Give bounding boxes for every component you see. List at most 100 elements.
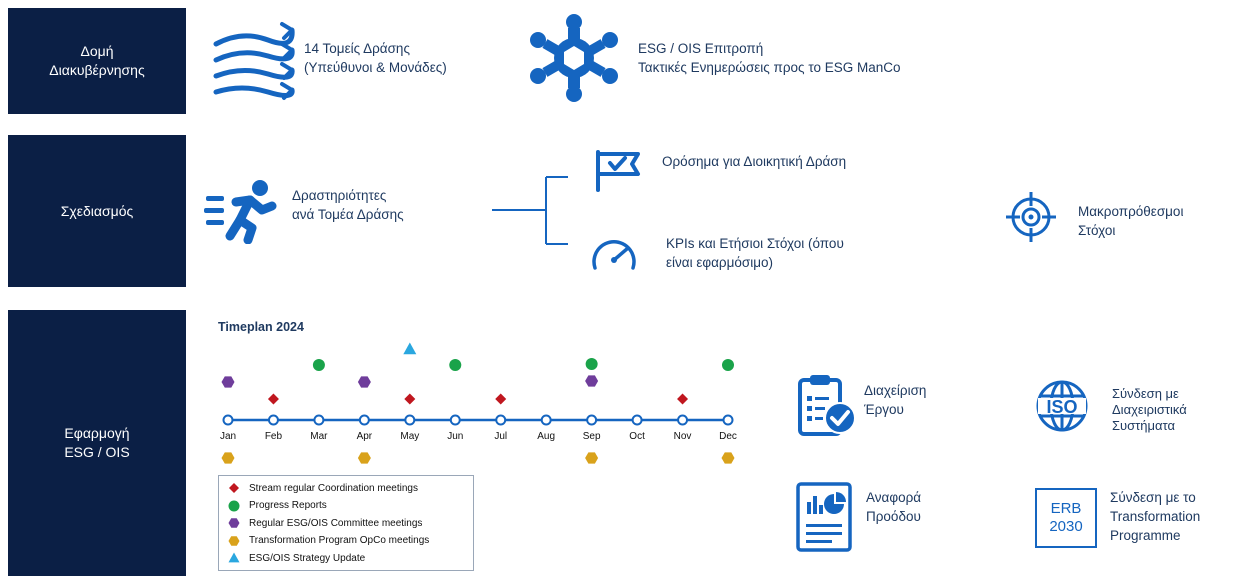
erb-line: Σύνδεση με το <box>1110 490 1196 505</box>
erb-text: Σύνδεση με το Transformation Programme <box>1110 488 1200 545</box>
progress-marker <box>449 359 462 371</box>
erb-line: Programme <box>1110 528 1181 543</box>
month-label: Nov <box>673 431 692 442</box>
target-crosshair-icon <box>1004 190 1058 244</box>
legend-label: ESG/OIS Strategy Update <box>249 552 366 564</box>
month-label: Oct <box>629 431 645 442</box>
progress-marker <box>312 359 325 371</box>
row-label-line: ESG / OIS <box>64 444 130 460</box>
strategy-marker <box>403 342 417 355</box>
long-term-line: Μακροπρόθεσμοι <box>1078 204 1184 219</box>
report-text: Αναφορά Προόδου <box>866 488 921 526</box>
month-label: Jan <box>219 431 237 442</box>
erb-badge-line: 2030 <box>1049 518 1083 535</box>
activities-line: Δραστηριότητες <box>292 188 387 203</box>
progress-marker <box>722 359 734 371</box>
iso-text: ISO <box>1046 397 1077 417</box>
long-term-line: Στόχοι <box>1078 223 1116 238</box>
project-text: Διαχείριση Έργου <box>864 381 926 419</box>
committee-marker <box>221 376 235 388</box>
milestones-line: Ορόσημα για Διοικητική Δράση <box>662 154 847 169</box>
progress-legend-shape <box>228 500 240 511</box>
iso-line: Διαχειριστικά <box>1112 402 1187 417</box>
erb-badge: ERB 2030 <box>1035 488 1097 548</box>
streams-line: (Υπεύθυνοι & Μονάδες) <box>304 60 447 75</box>
timeline-node <box>540 414 552 426</box>
iso-line: Συστήματα <box>1112 418 1176 433</box>
month-label: Sep <box>582 431 601 442</box>
opco-legend-marker <box>219 534 249 548</box>
legend-entry: Transformation Program OpCo meetings <box>219 533 429 549</box>
report-chart-icon <box>796 482 854 552</box>
coordination-legend-shape <box>229 483 239 493</box>
long-term-text: Μακροπρόθεσμοι Στόχοι <box>1078 202 1183 240</box>
kpis-line: KPIs και Ετήσιοι Στόχοι (όπου <box>666 236 844 251</box>
timeplan-title: Timeplan 2024 <box>218 320 304 334</box>
opco-marker <box>221 452 235 464</box>
opco-marker <box>585 452 599 464</box>
timeline-node <box>495 414 507 426</box>
erb-badge-line: ERB <box>1050 500 1082 517</box>
iso-line: Σύνδεση με <box>1112 386 1179 401</box>
committee-marker <box>585 375 599 387</box>
legend-entry: ESG/OIS Strategy Update <box>219 550 365 566</box>
row-label-line: Σχεδιασμός <box>60 202 134 219</box>
coordination-marker <box>267 393 279 405</box>
timeline-node <box>222 414 234 426</box>
report-line: Προόδου <box>866 509 921 524</box>
timeline-node <box>586 414 598 426</box>
committee-marker <box>357 376 371 388</box>
timeline-node <box>722 414 734 426</box>
opco-marker <box>721 452 735 464</box>
committee-line: Τακτικές Ενημερώσεις προς το ESG ManCo <box>638 60 901 75</box>
streams-text: 14 Τομείς Δράσης (Υπεύθυνοι & Μονάδες) <box>304 39 447 77</box>
kpis-text: KPIs και Ετήσιοι Στόχοι (όπου είναι εφαρ… <box>666 234 844 272</box>
milestones-text: Ορόσημα για Διοικητική Δράση <box>662 152 846 171</box>
timeline-node <box>313 414 325 426</box>
checkmark-flag-icon <box>594 150 642 192</box>
row-planning-box: Σχεδιασμός <box>8 135 186 287</box>
month-label: Jul <box>494 431 508 442</box>
coordination-legend-marker <box>219 481 249 495</box>
streams-line: 14 Τομείς Δράσης <box>304 41 410 56</box>
strategy-legend-marker <box>219 551 249 565</box>
erb-line: Transformation <box>1110 509 1201 524</box>
timeline-node <box>267 414 279 426</box>
month-label: Feb <box>264 431 283 442</box>
progress-marker <box>585 358 598 370</box>
running-person-icon <box>204 178 282 244</box>
legend-label: Regular ESG/OIS Committee meetings <box>249 517 423 529</box>
kpis-line: είναι εφαρμόσιμο) <box>666 255 773 270</box>
speedometer-icon <box>590 232 638 272</box>
timeline-node <box>404 414 416 426</box>
iso-globe-icon: ISO <box>1034 378 1094 438</box>
row-label-line: Διακυβέρνησης <box>49 62 145 78</box>
timeline-chart <box>221 342 735 464</box>
timeline-node <box>449 414 461 426</box>
legend-entry: Regular ESG/OIS Committee meetings <box>219 515 422 531</box>
month-label: May <box>400 431 420 442</box>
timeline-node <box>358 414 370 426</box>
arrows-flow-icon <box>212 20 300 102</box>
month-label: Dec <box>719 431 737 442</box>
month-label: Jun <box>447 431 464 442</box>
month-label: Mar <box>310 431 328 442</box>
strategy-legend-shape <box>228 552 240 563</box>
legend-label: Progress Reports <box>249 500 327 511</box>
people-circle-icon <box>528 12 620 104</box>
clipboard-check-icon <box>796 372 860 438</box>
progress-legend-marker <box>219 499 249 513</box>
legend-label: Stream regular Coordination meetings <box>249 482 418 494</box>
timeline-node <box>631 414 643 426</box>
row-label-line: Δομή <box>80 43 114 59</box>
committee-text: ESG / OIS Επιτροπή Τακτικές Ενημερώσεις … <box>638 39 901 77</box>
opco-legend-shape <box>228 535 240 546</box>
activities-text: Δραστηριότητες ανά Τομέα Δράσης <box>292 186 404 224</box>
opco-marker <box>357 452 371 464</box>
committee-line: ESG / OIS Επιτροπή <box>638 41 764 56</box>
legend-entry: Stream regular Coordination meetings <box>219 480 418 496</box>
month-label: Apr <box>356 431 373 442</box>
